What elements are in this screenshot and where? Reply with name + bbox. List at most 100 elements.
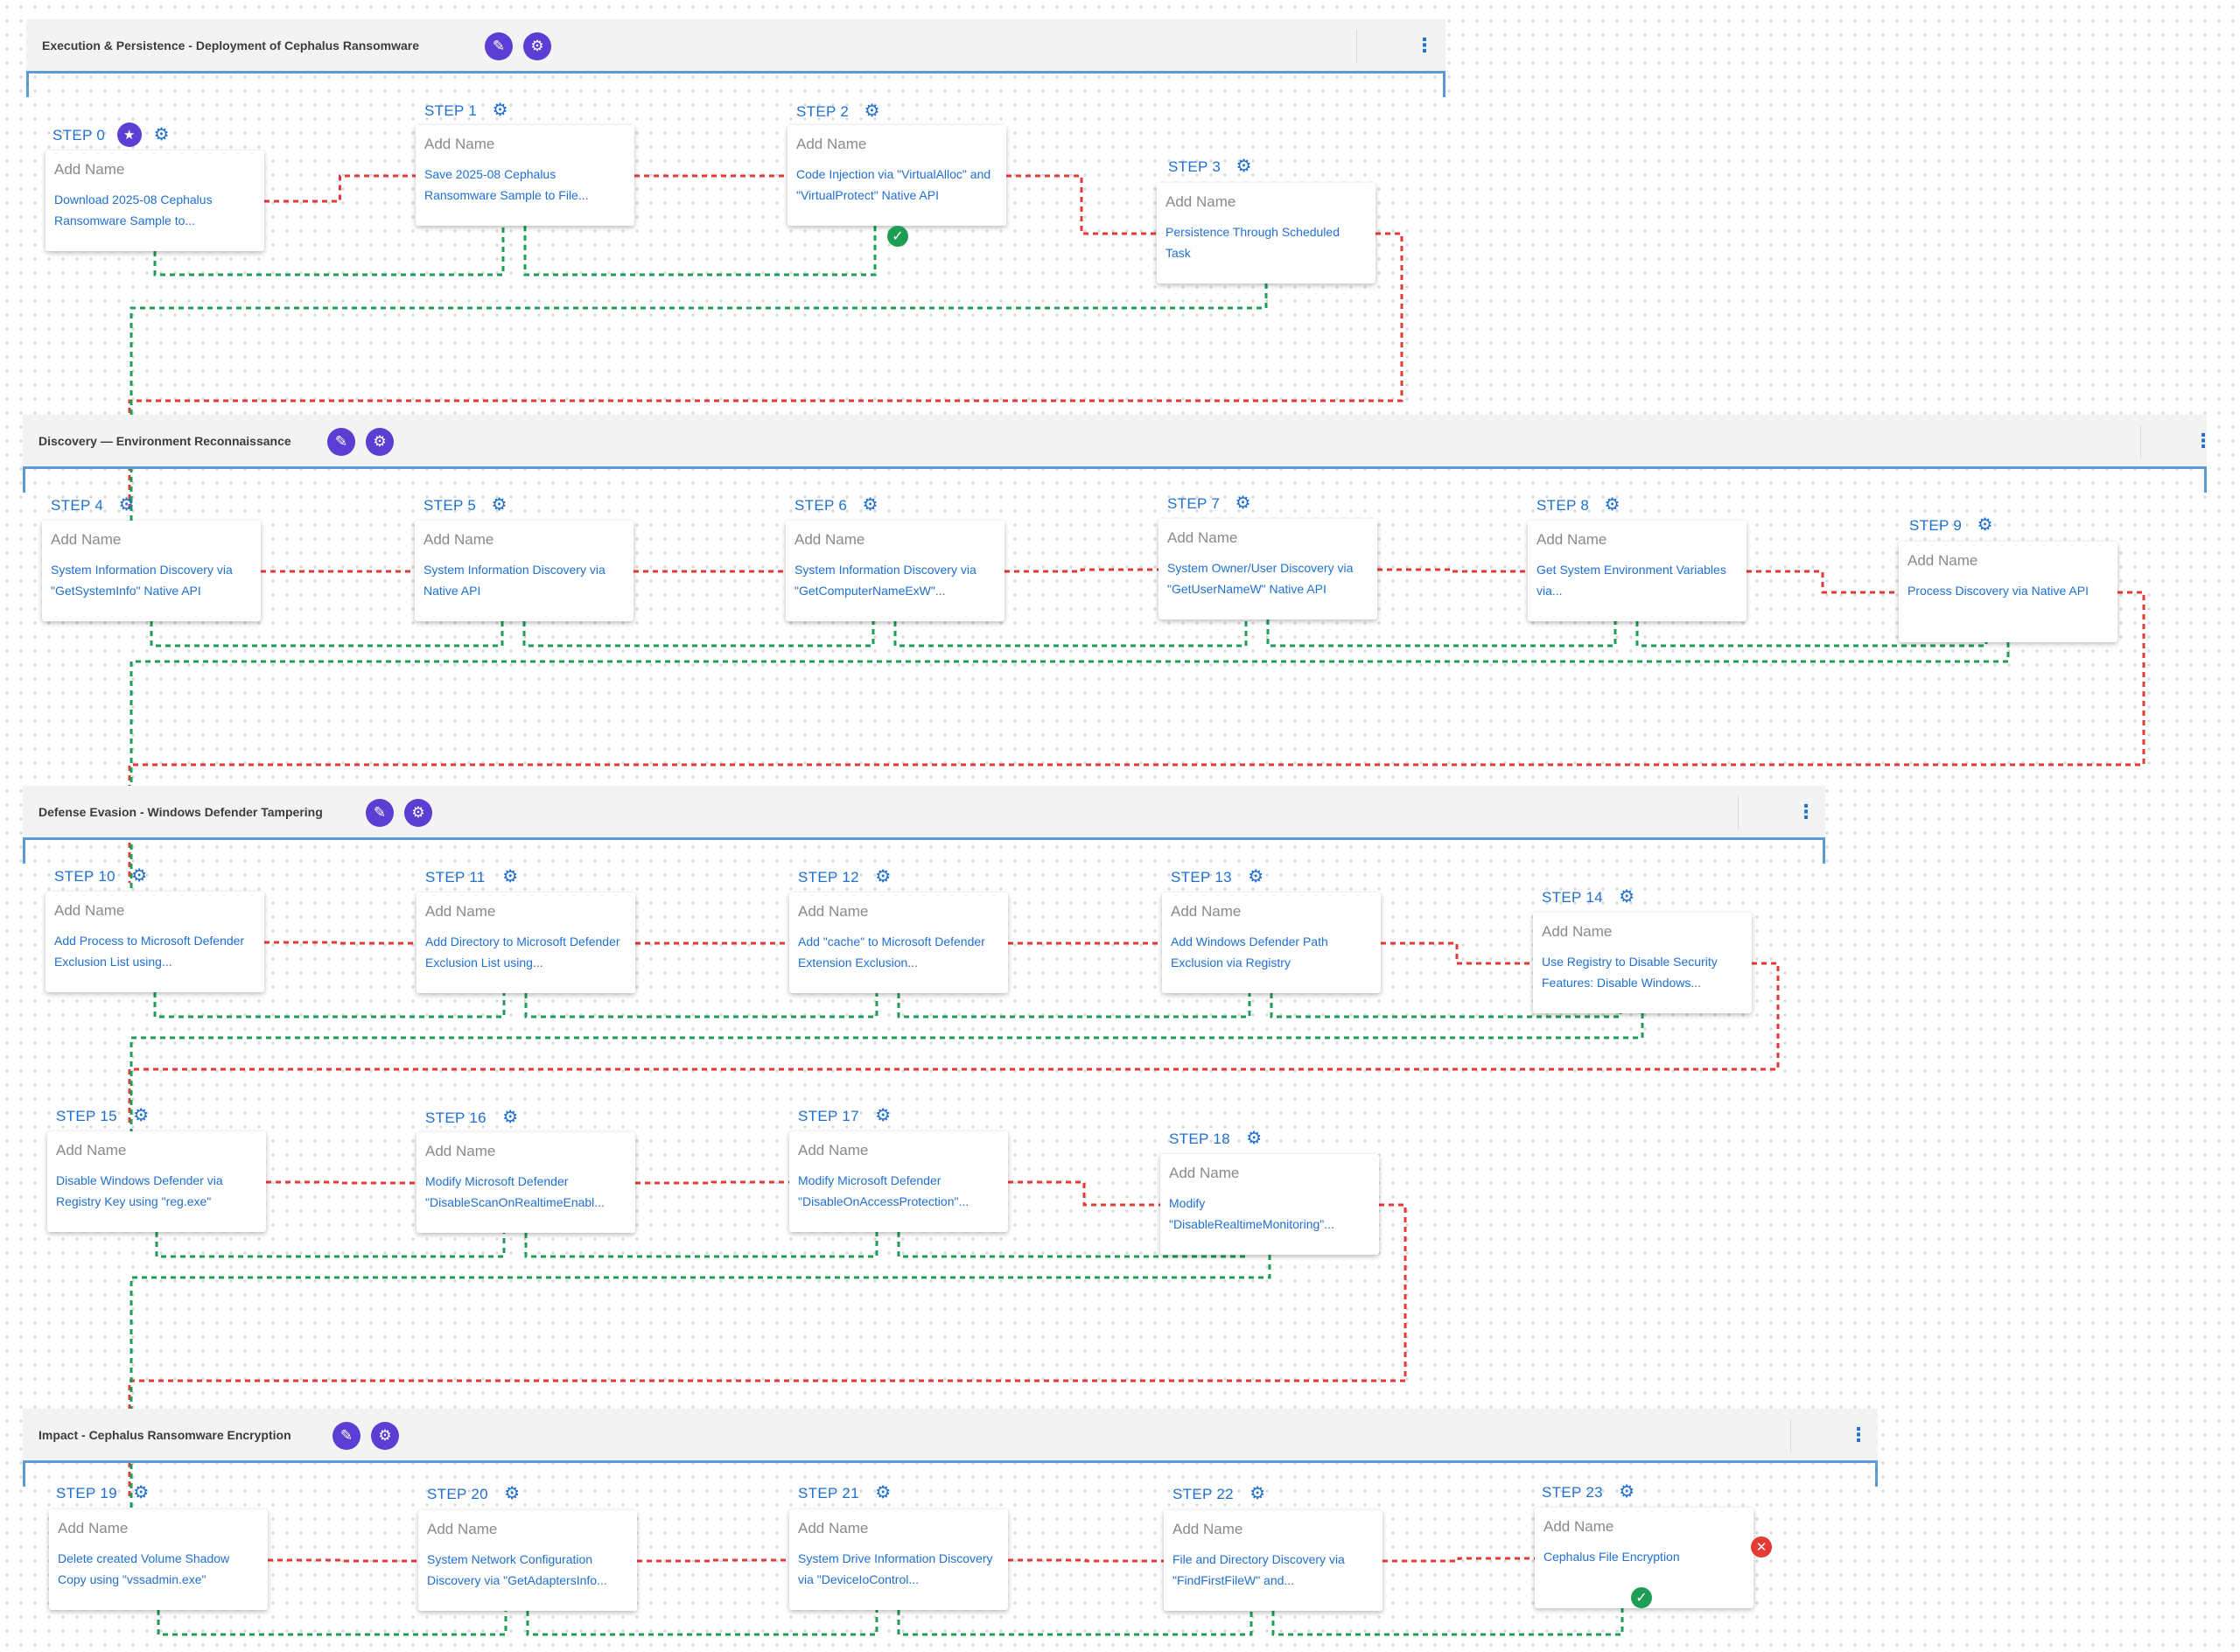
step-name[interactable]: Add Name bbox=[56, 1142, 127, 1158]
gear-icon[interactable]: ⚙ bbox=[875, 1481, 892, 1502]
gear-icon[interactable]: ⚙ bbox=[153, 123, 170, 144]
edit-phase-button[interactable]: ✎ bbox=[327, 428, 355, 456]
step-description[interactable]: Use Registry to Disable Security Feature… bbox=[1542, 955, 1718, 990]
gear-icon[interactable]: ⚙ bbox=[1246, 1127, 1263, 1148]
gear-icon[interactable]: ⚙ bbox=[131, 864, 148, 886]
step-description[interactable]: Persistence Through Scheduled Task bbox=[1166, 225, 1340, 260]
gear-icon[interactable]: ⚙ bbox=[502, 1106, 519, 1127]
step-description[interactable]: Modify "DisableRealtimeMonitoring"... bbox=[1169, 1196, 1334, 1231]
step-description[interactable]: Delete created Volume Shadow Copy using … bbox=[58, 1551, 230, 1586]
step-name[interactable]: Add Name bbox=[1167, 529, 1238, 546]
step-name[interactable]: Add Name bbox=[798, 1142, 869, 1158]
step-description[interactable]: Add "cache" to Microsoft Defender Extens… bbox=[798, 934, 985, 970]
step-name[interactable]: Add Name bbox=[1169, 1165, 1240, 1181]
phase-settings-button[interactable]: ⚙ bbox=[366, 428, 394, 456]
step-name[interactable]: Add Name bbox=[425, 1143, 496, 1159]
step-name[interactable]: Add Name bbox=[1171, 903, 1242, 920]
more-vertical-icon[interactable]: ⋮ bbox=[1415, 35, 1434, 57]
gear-icon[interactable]: ⚙ bbox=[502, 865, 519, 886]
edit-phase-button[interactable]: ✎ bbox=[366, 799, 394, 827]
gear-icon[interactable]: ⚙ bbox=[1250, 1482, 1266, 1503]
phase-settings-button[interactable]: ⚙ bbox=[404, 799, 432, 827]
gear-icon[interactable]: ⚙ bbox=[1235, 492, 1251, 513]
step-name[interactable]: Add Name bbox=[1536, 531, 1607, 548]
step-name[interactable]: Add Name bbox=[54, 902, 125, 919]
step-description[interactable]: Modify Microsoft Defender "DisableScanOn… bbox=[425, 1174, 605, 1209]
step-description[interactable]: Add Process to Microsoft Defender Exclus… bbox=[54, 934, 245, 969]
gear-icon[interactable]: ⚙ bbox=[875, 865, 892, 886]
gear-icon[interactable]: ⚙ bbox=[1248, 865, 1264, 886]
step-name[interactable]: Add Name bbox=[51, 531, 122, 548]
phase-settings-button[interactable]: ⚙ bbox=[523, 32, 551, 60]
step-name[interactable]: Add Name bbox=[1542, 923, 1613, 940]
edit-phase-button[interactable]: ✎ bbox=[485, 32, 513, 60]
more-vertical-icon[interactable]: ⋮ bbox=[1796, 802, 1816, 823]
step-description[interactable]: Cephalus File Encryption bbox=[1544, 1550, 1680, 1564]
step-description[interactable]: Get System Environment Variables via... bbox=[1536, 563, 1726, 598]
step-description[interactable]: System Information Discovery via Native … bbox=[424, 563, 606, 598]
gear-icon[interactable]: ⚙ bbox=[864, 100, 880, 121]
step-name[interactable]: Add Name bbox=[425, 903, 496, 920]
step-description[interactable]: Modify Microsoft Defender "DisableOnAcce… bbox=[798, 1173, 970, 1208]
step-name[interactable]: Add Name bbox=[798, 1520, 869, 1536]
step-description[interactable]: System Information Discovery via "GetCom… bbox=[794, 563, 976, 598]
gear-icon[interactable]: ⚙ bbox=[875, 1104, 892, 1125]
step-description[interactable]: Download 2025-08 Cephalus Ransomware Sam… bbox=[54, 192, 213, 228]
step-name[interactable]: Add Name bbox=[58, 1520, 129, 1536]
step-description[interactable]: System Owner/User Discovery via "GetUser… bbox=[1167, 561, 1354, 596]
step-description[interactable]: System Information Discovery via "GetSys… bbox=[51, 563, 233, 598]
step-description[interactable]: System Network Configuration Discovery v… bbox=[427, 1552, 607, 1587]
gear-icon[interactable]: ⚙ bbox=[504, 1482, 521, 1503]
gear-icon[interactable]: ⚙ bbox=[133, 1481, 150, 1502]
gear-icon[interactable]: ⚙ bbox=[1604, 494, 1620, 514]
step-name[interactable]: Add Name bbox=[54, 161, 125, 178]
step-name[interactable]: Add Name bbox=[1166, 193, 1236, 210]
step-description[interactable]: Code Injection via "VirtualAlloc" and "V… bbox=[796, 167, 991, 202]
edit-phase-button[interactable]: ✎ bbox=[332, 1422, 360, 1450]
gear-icon[interactable]: ⚙ bbox=[492, 99, 508, 120]
step-name[interactable]: Add Name bbox=[796, 136, 867, 152]
gear-icon[interactable]: ⚙ bbox=[491, 494, 508, 514]
gear-icon[interactable]: ⚙ bbox=[1977, 514, 1993, 535]
gear-icon[interactable]: ⚙ bbox=[1619, 886, 1635, 906]
step-description[interactable]: Add Windows Defender Path Exclusion via … bbox=[1171, 934, 1328, 970]
gear-icon[interactable]: ⚙ bbox=[118, 494, 135, 514]
step-name[interactable]: Add Name bbox=[794, 531, 865, 548]
more-vertical-icon[interactable]: ⋮ bbox=[2194, 430, 2213, 452]
step-description[interactable]: File and Directory Discovery via "FindFi… bbox=[1172, 1552, 1345, 1587]
step-name[interactable]: Add Name bbox=[1908, 552, 1978, 569]
step-name[interactable]: Add Name bbox=[427, 1521, 498, 1537]
gear-icon[interactable]: ⚙ bbox=[133, 1104, 150, 1125]
step-name[interactable]: Add Name bbox=[798, 903, 869, 920]
step-name[interactable]: Add Name bbox=[424, 136, 495, 152]
gear-icon[interactable]: ⚙ bbox=[1236, 155, 1252, 176]
step-name[interactable]: Add Name bbox=[1544, 1518, 1614, 1535]
phase-settings-button[interactable]: ⚙ bbox=[371, 1422, 399, 1450]
step-name[interactable]: Add Name bbox=[424, 531, 494, 548]
step-description[interactable]: System Drive Information Discovery via "… bbox=[798, 1551, 993, 1586]
step-description[interactable]: Save 2025-08 Cephalus Ransomware Sample … bbox=[424, 167, 589, 202]
step-description[interactable]: Process Discovery via Native API bbox=[1908, 584, 2089, 598]
step-description[interactable]: Disable Windows Defender via Registry Ke… bbox=[56, 1173, 223, 1208]
